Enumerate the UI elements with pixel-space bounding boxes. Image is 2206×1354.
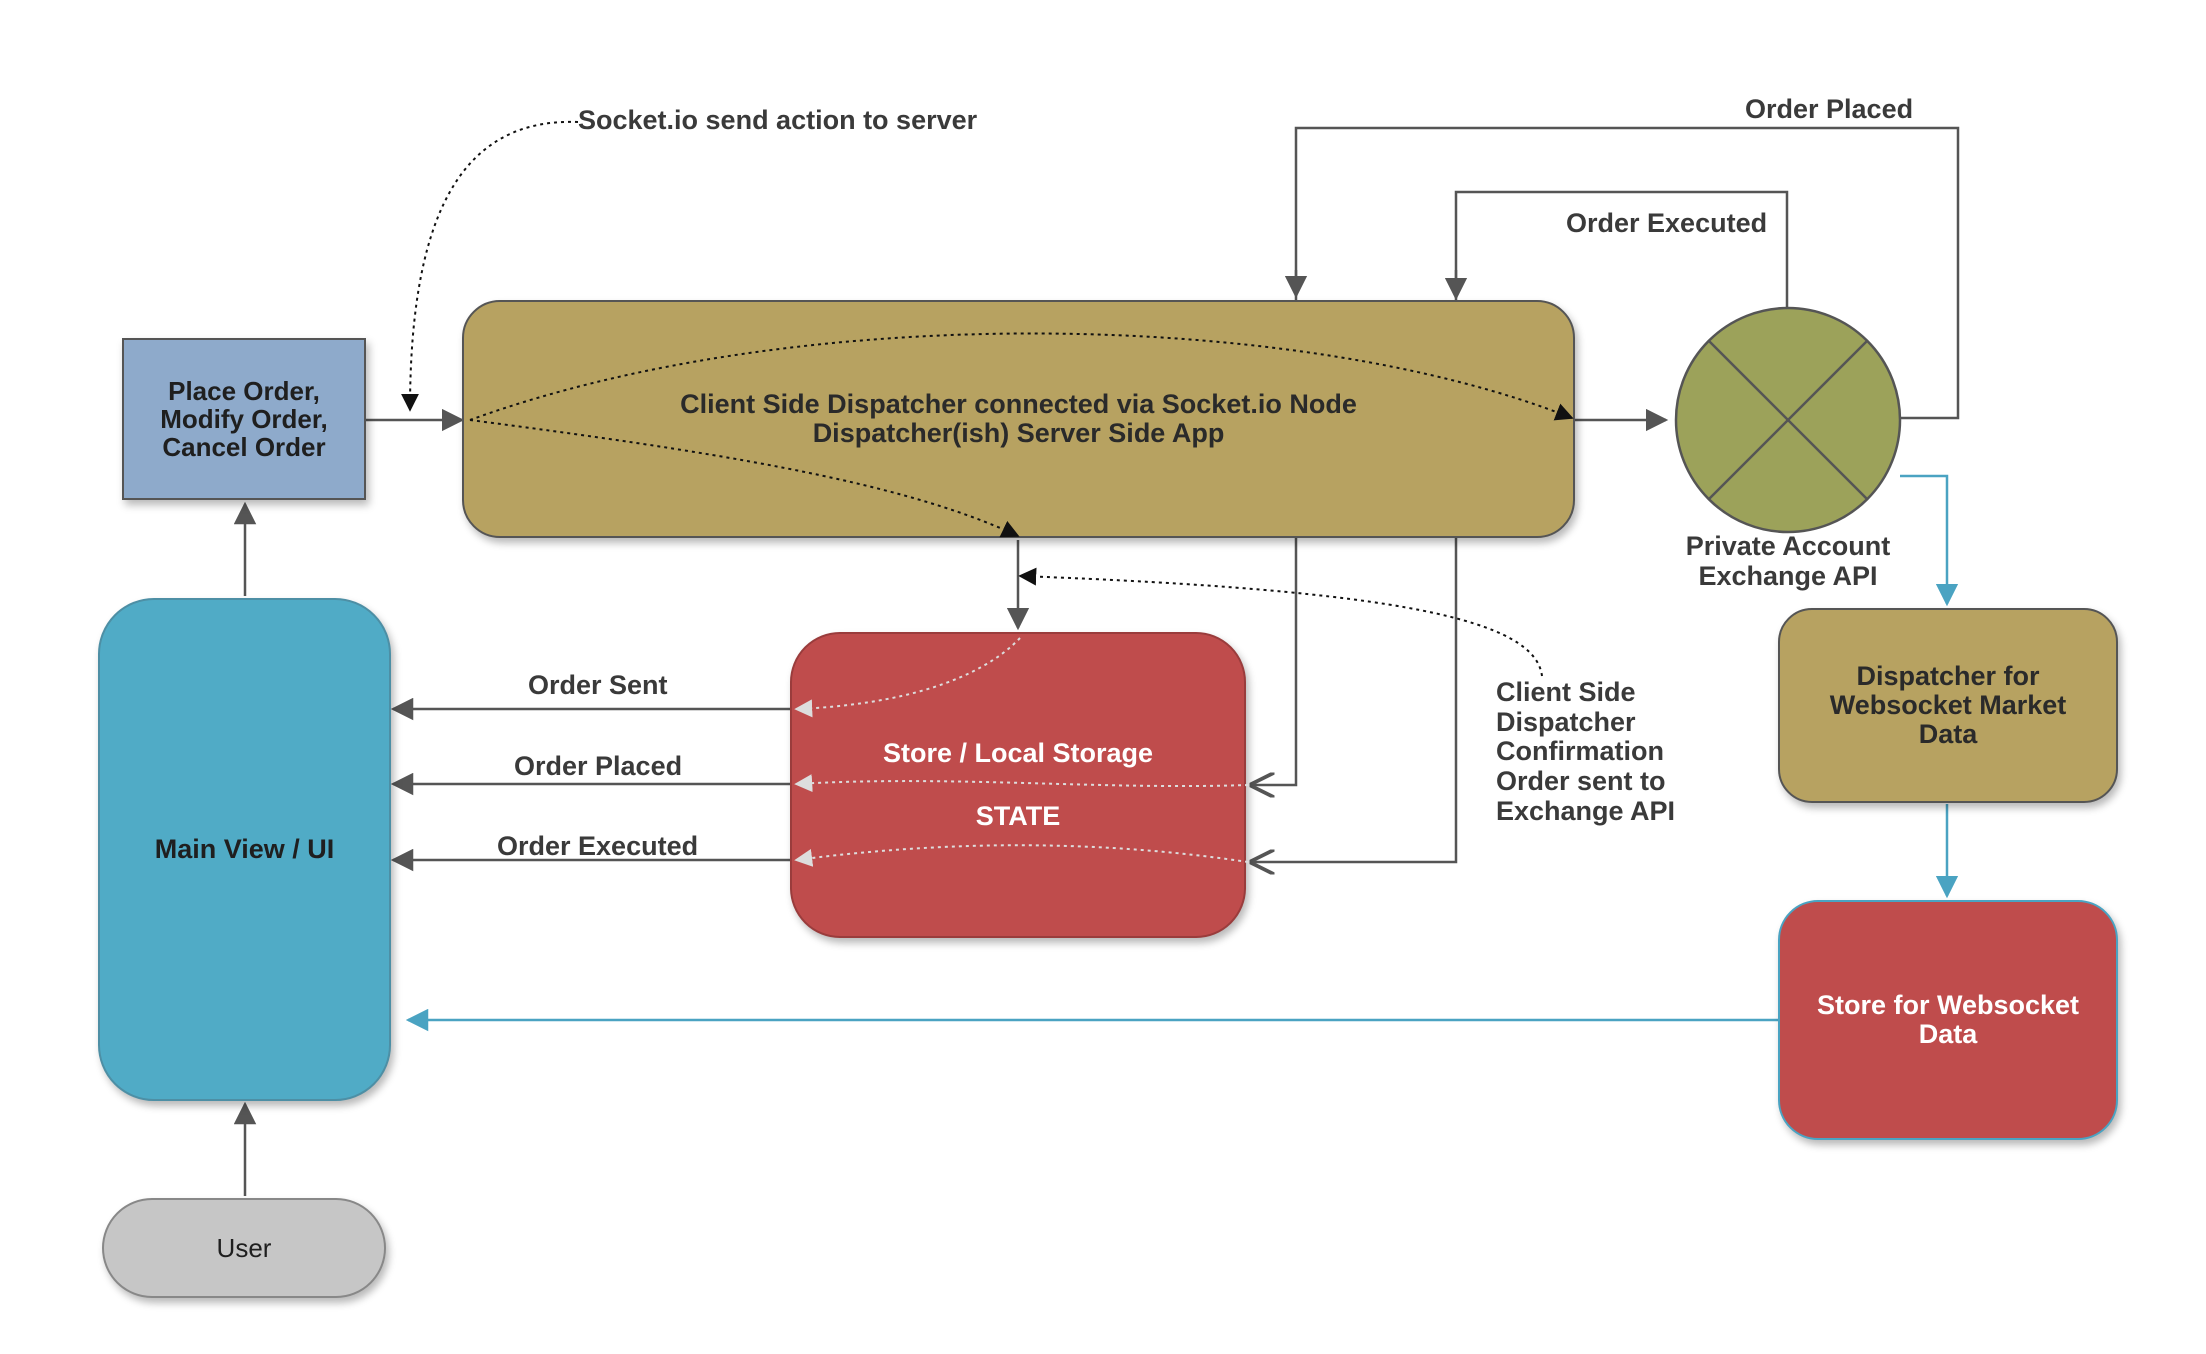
order-placed-label: Order Placed: [514, 751, 683, 781]
edge-order-executed-loop: [1252, 190, 1789, 862]
ws-store-label: Store for Websocket Data: [1816, 989, 2080, 1049]
place-order-node: Place Order, Modify Order, Cancel Order: [122, 338, 366, 500]
user-node: User: [102, 1198, 386, 1298]
order-executed-top-label: Order Executed: [1566, 208, 1768, 238]
dispatcher-label: Client Side Dispatcher connected via Soc…: [680, 388, 1357, 448]
store-label: Store / Local Storage: [882, 737, 1154, 768]
annotation-socket-send-curve: [401, 120, 579, 412]
ws-store-node: Store for Websocket Data: [1778, 900, 2118, 1140]
user-label: User: [216, 1232, 272, 1263]
dispatcher-node: Client Side Dispatcher connected via Soc…: [462, 300, 1575, 538]
ws-dispatcher-label: Dispatcher for Websocket Market Data: [1829, 660, 2067, 750]
store-node: Store / Local Storage STATE: [790, 632, 1246, 938]
confirmation-label: Client Side Dispatcher Confirmation Orde…: [1496, 677, 1676, 826]
order-sent-label: Order Sent: [528, 670, 668, 700]
main-view-label: Main View / UI: [154, 833, 335, 864]
edge-exchange-to-ws-dispatcher: [1900, 474, 1959, 607]
ws-dispatcher-node: Dispatcher for Websocket Market Data: [1778, 608, 2118, 803]
exchange-api-node: [1674, 306, 1902, 534]
place-order-label: Place Order, Modify Order, Cancel Order: [160, 375, 328, 463]
main-view-node: Main View / UI: [98, 598, 391, 1101]
socket-send-label: Socket.io send action to server: [578, 105, 978, 135]
order-executed-label: Order Executed: [497, 831, 699, 861]
edge-order-placed-loop: [1252, 126, 1960, 785]
store-state-label: STATE: [975, 801, 1061, 831]
order-placed-top-label: Order Placed: [1745, 94, 1914, 124]
exchange-api-label: Private Account Exchange API: [1685, 531, 1891, 591]
